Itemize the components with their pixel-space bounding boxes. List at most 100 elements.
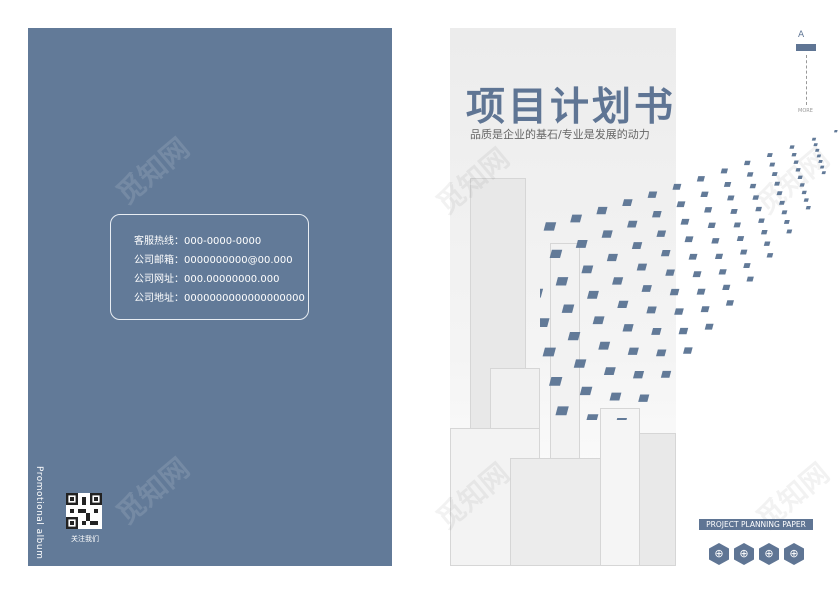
wave-square [598, 341, 611, 350]
wave-square [819, 165, 825, 169]
wave-square [722, 284, 731, 291]
wave-square [700, 306, 710, 313]
wave-square [555, 406, 569, 416]
wave-square [696, 288, 706, 295]
wave-square [656, 349, 667, 357]
wave-square [676, 201, 686, 208]
wave-square [791, 152, 797, 157]
wave-square [555, 277, 569, 286]
wave-square [674, 308, 684, 315]
wave-square [683, 347, 693, 354]
wave-square [723, 181, 732, 187]
wave-square [766, 153, 773, 157]
wave-square [797, 175, 803, 180]
wave-square [821, 171, 826, 175]
wave-square [774, 181, 781, 186]
wave-square [727, 195, 735, 201]
wave-square [641, 285, 652, 292]
wave-square [638, 394, 650, 402]
wave-square [743, 263, 751, 268]
wave-square [743, 160, 751, 166]
wave-square [561, 304, 575, 313]
wave-square [704, 323, 714, 330]
wave-square [736, 236, 745, 241]
wave-square [543, 222, 557, 231]
wave-square [652, 211, 662, 218]
wave-square [651, 328, 662, 335]
globe-icon: ⊕ [734, 543, 754, 565]
back-cover-panel [28, 28, 392, 566]
wave-square [660, 370, 672, 378]
wave-square [760, 230, 768, 235]
wave-square [596, 206, 608, 215]
wave-square [631, 242, 643, 249]
wave-square [811, 137, 817, 141]
wave-square [570, 214, 583, 223]
wave-square [646, 306, 657, 314]
page-title: 项目计划书 [466, 85, 677, 130]
wave-square [647, 191, 658, 198]
wave-square [755, 206, 762, 212]
wave-square [816, 154, 822, 158]
wave-square [740, 249, 748, 255]
wave-square [789, 145, 795, 149]
wave-square [730, 209, 738, 214]
building [600, 408, 640, 566]
subtitle: 品质是企业的基石/专业是发展的动力 [470, 128, 650, 141]
wave-square [615, 418, 628, 420]
wave-square [540, 288, 544, 298]
wave-square [627, 347, 639, 355]
wave-square [603, 367, 616, 376]
wave-square [704, 207, 713, 213]
more-label: MORE [798, 108, 813, 114]
wave-square [700, 191, 709, 198]
qr-caption: 关注我们 [71, 535, 99, 543]
wave-square [696, 176, 705, 182]
wave-square [660, 249, 671, 257]
wave-square [573, 359, 587, 368]
wave-square [714, 253, 724, 260]
wave-square [763, 241, 771, 246]
wave-square [606, 253, 618, 262]
wave-square [793, 160, 799, 164]
wave-square [776, 191, 783, 196]
wave-square [711, 238, 720, 244]
wave-square [752, 195, 760, 200]
wave-square [799, 183, 805, 187]
promotional-album-text: Promotional album [34, 466, 44, 560]
wave-square [632, 371, 645, 379]
wave-square [688, 253, 698, 260]
wave-square [692, 271, 702, 278]
wave-square [601, 230, 613, 238]
wave-square [622, 199, 633, 207]
wave-square [656, 230, 667, 237]
wave-square [725, 300, 734, 306]
wave-square [665, 269, 675, 276]
wave-square [542, 347, 556, 357]
wave-square [783, 219, 790, 224]
wave-square [766, 253, 774, 258]
qr-code [66, 493, 102, 529]
wave-square [781, 210, 788, 215]
wave-square [779, 200, 785, 205]
wave-square [672, 183, 682, 190]
wave-square [585, 414, 599, 420]
wave-square [540, 318, 550, 327]
wave-square [833, 130, 838, 133]
contact-phone: 客服热线：000-0000-0000 [134, 236, 262, 247]
contact-address: 公司地址：0000000000000000000 [134, 293, 305, 304]
wave-square [549, 249, 563, 259]
wave-square [801, 190, 807, 195]
wave-square [678, 327, 689, 335]
wave-square [684, 236, 694, 243]
wave-square [746, 172, 754, 177]
wave-square [587, 290, 599, 299]
wave-square [771, 172, 778, 177]
wave-square [617, 300, 629, 309]
wave-square [746, 276, 754, 282]
project-planning-badge: PROJECT PLANNING PAPER [699, 519, 813, 530]
contact-box: 客服热线：000-0000-0000 公司邮箱：0000000000@00.00… [110, 214, 309, 320]
wave-square [549, 377, 563, 386]
wave-square [786, 229, 793, 234]
contact-website: 公司网址：000.00000000.000 [134, 274, 280, 285]
